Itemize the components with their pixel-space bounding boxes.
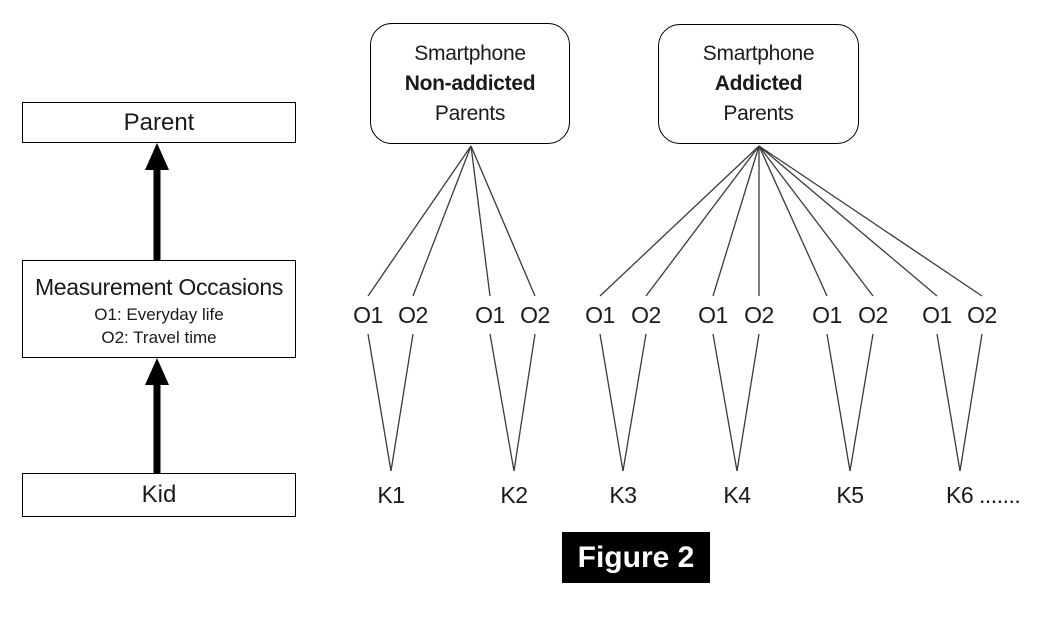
parent-box: Parent bbox=[22, 102, 296, 143]
kid-label-k1: K1 bbox=[377, 482, 405, 508]
kid-label-k6: K6 ....... bbox=[946, 482, 1021, 508]
group2-line1: Smartphone bbox=[702, 42, 815, 65]
figure-caption: Figure 2 bbox=[562, 532, 710, 583]
occasion-label-k5-o2: O2 bbox=[858, 302, 888, 328]
measurement-to-parent-arrow bbox=[145, 143, 169, 261]
measurement-occasion-1: O1: Everyday life bbox=[94, 305, 224, 324]
occasion-label-k6-o1: O1 bbox=[922, 302, 952, 328]
occasion-label-k2-o2: O2 bbox=[520, 302, 550, 328]
kid-label-k4: K4 bbox=[723, 482, 751, 508]
occasion-label-k6-o2: O2 bbox=[967, 302, 997, 328]
group2-line3: Parents bbox=[723, 102, 794, 125]
kid-box: Kid bbox=[22, 473, 296, 517]
group2-line2: Addicted bbox=[714, 72, 803, 95]
non-addicted-fan-lines bbox=[367, 145, 536, 297]
measurement-occasion-2: O2: Travel time bbox=[101, 328, 217, 347]
kid-label: Kid bbox=[141, 481, 177, 508]
occasion-label-k1-o1: O1 bbox=[353, 302, 383, 328]
occasion-label-k1-o2: O2 bbox=[398, 302, 428, 328]
addicted-fan-lines bbox=[599, 145, 983, 297]
occasion-label-k3-o1: O1 bbox=[585, 302, 615, 328]
measurement-title: Measurement Occasions bbox=[34, 274, 284, 300]
kid-label-k5: K5 bbox=[836, 482, 864, 508]
occasion-to-kid-lines bbox=[367, 333, 983, 472]
occasion-label-k4-o2: O2 bbox=[744, 302, 774, 328]
parent-label: Parent bbox=[123, 108, 195, 136]
occasion-label-k3-o2: O2 bbox=[631, 302, 661, 328]
kid-label-k3: K3 bbox=[609, 482, 637, 508]
occasion-label-k4-o1: O1 bbox=[698, 302, 728, 328]
measurement-occasions-box: Measurement Occasions O1: Everyday life … bbox=[22, 260, 296, 358]
kid-to-measurement-arrow bbox=[145, 358, 169, 473]
group1-line3: Parents bbox=[434, 101, 506, 125]
occasion-label-k5-o1: O1 bbox=[812, 302, 842, 328]
kid-label-k2: K2 bbox=[500, 482, 528, 508]
occasion-label-k2-o1: O1 bbox=[475, 302, 505, 328]
addicted-parents-box: Smartphone Addicted Parents bbox=[658, 24, 859, 144]
non-addicted-parents-box: Smartphone Non-addicted Parents bbox=[370, 23, 570, 144]
group1-line2: Non-addicted bbox=[404, 71, 536, 95]
group1-line1: Smartphone bbox=[414, 41, 526, 65]
figure-caption-text: Figure 2 bbox=[577, 540, 695, 574]
